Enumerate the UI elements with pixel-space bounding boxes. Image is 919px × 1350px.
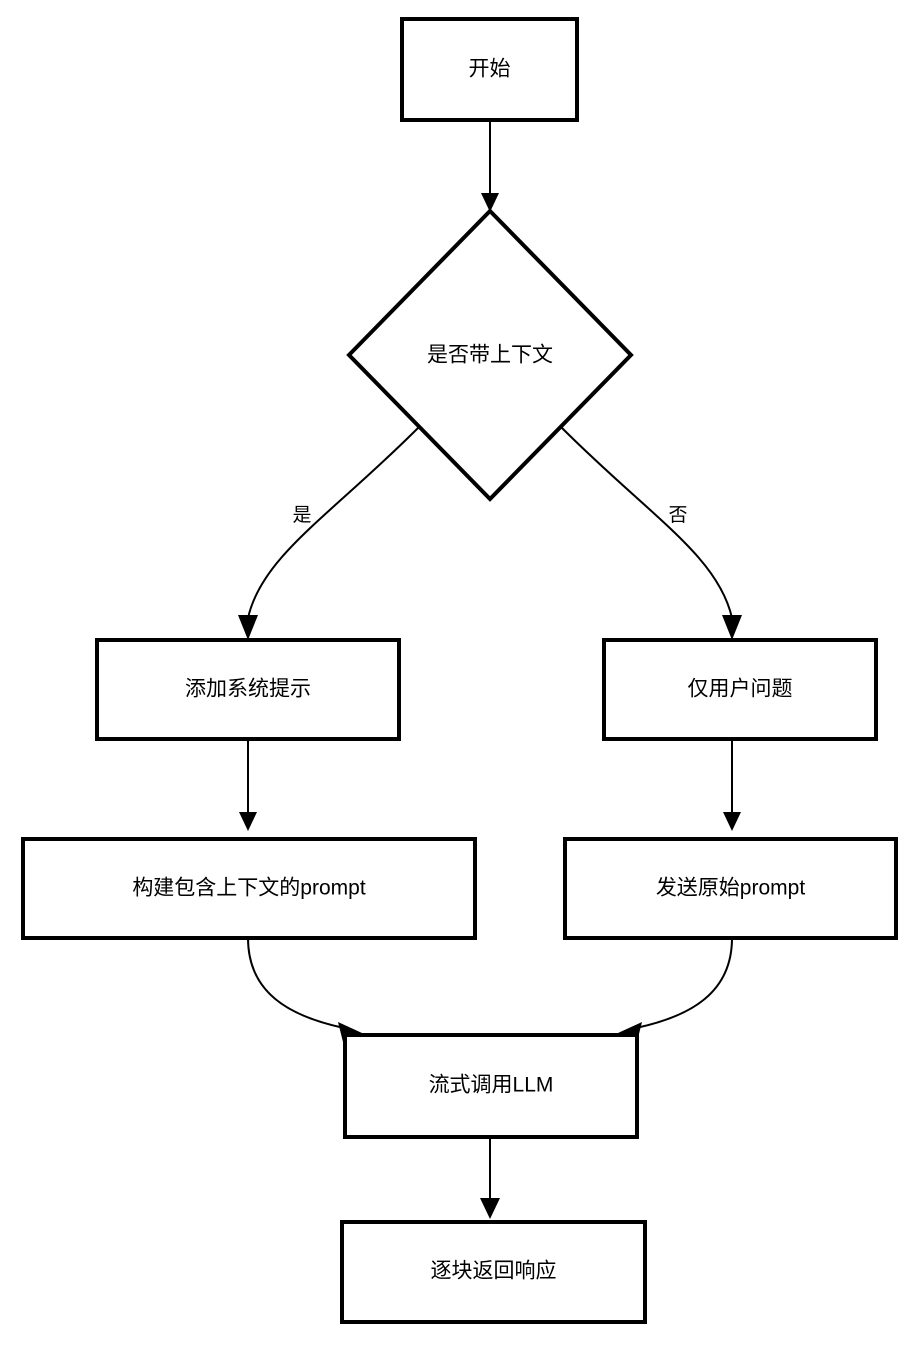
node-start[interactable]: 开始: [400, 17, 579, 122]
node-only-user-shape[interactable]: [602, 638, 878, 741]
node-send-raw-label: 发送原始prompt: [656, 877, 806, 900]
arrow-head: [238, 615, 258, 640]
arrow-head: [722, 615, 742, 640]
node-stream-llm-shape[interactable]: [343, 1033, 639, 1139]
node-add-system[interactable]: 添加系统提示: [95, 638, 401, 741]
node-only-user-label: 仅用户问题: [688, 678, 793, 701]
node-add-system-label: 添加系统提示: [185, 678, 311, 701]
edge-build-prompt-to-stream-llm: [247, 937, 362, 1042]
edge-line: [247, 427, 419, 619]
node-send-raw[interactable]: 发送原始prompt: [563, 837, 898, 940]
arrow-head: [481, 193, 499, 212]
node-chunk-resp-shape[interactable]: [340, 1220, 647, 1324]
node-start-label: 开始: [469, 58, 511, 81]
arrow-head: [239, 812, 257, 831]
arrow-head: [723, 812, 741, 831]
node-decision-label: 是否带上下文: [427, 344, 553, 367]
node-build-prompt-shape[interactable]: [21, 837, 477, 940]
edge-line: [635, 937, 733, 1029]
node-only-user[interactable]: 仅用户问题: [602, 638, 878, 741]
edge-start-to-decision: [481, 120, 499, 212]
edge-send-raw-to-stream-llm: [618, 937, 733, 1042]
edge-decision-to-only-user: 否: [561, 427, 742, 640]
node-stream-llm[interactable]: 流式调用LLM: [343, 1033, 639, 1139]
node-chunk-resp[interactable]: 逐块返回响应: [340, 1220, 647, 1324]
node-decision[interactable]: 是否带上下文: [346, 208, 634, 502]
edge-only-user-to-send-raw: [723, 739, 741, 831]
node-add-system-shape[interactable]: [95, 638, 401, 741]
edge-decision-to-add-system: 是: [238, 427, 419, 640]
edge-label-yes: 是: [292, 505, 311, 526]
arrow-head: [480, 1198, 500, 1219]
node-chunk-resp-label: 逐块返回响应: [431, 1260, 557, 1283]
node-build-prompt[interactable]: 构建包含上下文的prompt: [21, 837, 477, 940]
edge-line: [247, 937, 345, 1029]
node-stream-llm-label: 流式调用LLM: [429, 1074, 554, 1097]
node-build-prompt-label: 构建包含上下文的prompt: [132, 877, 366, 900]
edge-line: [561, 427, 733, 619]
node-send-raw-shape[interactable]: [563, 837, 898, 940]
edge-label-no: 否: [668, 505, 687, 526]
edge-add-system-to-build-prompt: [239, 739, 257, 831]
node-decision-shape[interactable]: [346, 208, 634, 502]
edge-stream-llm-to-chunk-resp: [480, 1137, 500, 1219]
node-start-shape[interactable]: [400, 17, 579, 122]
